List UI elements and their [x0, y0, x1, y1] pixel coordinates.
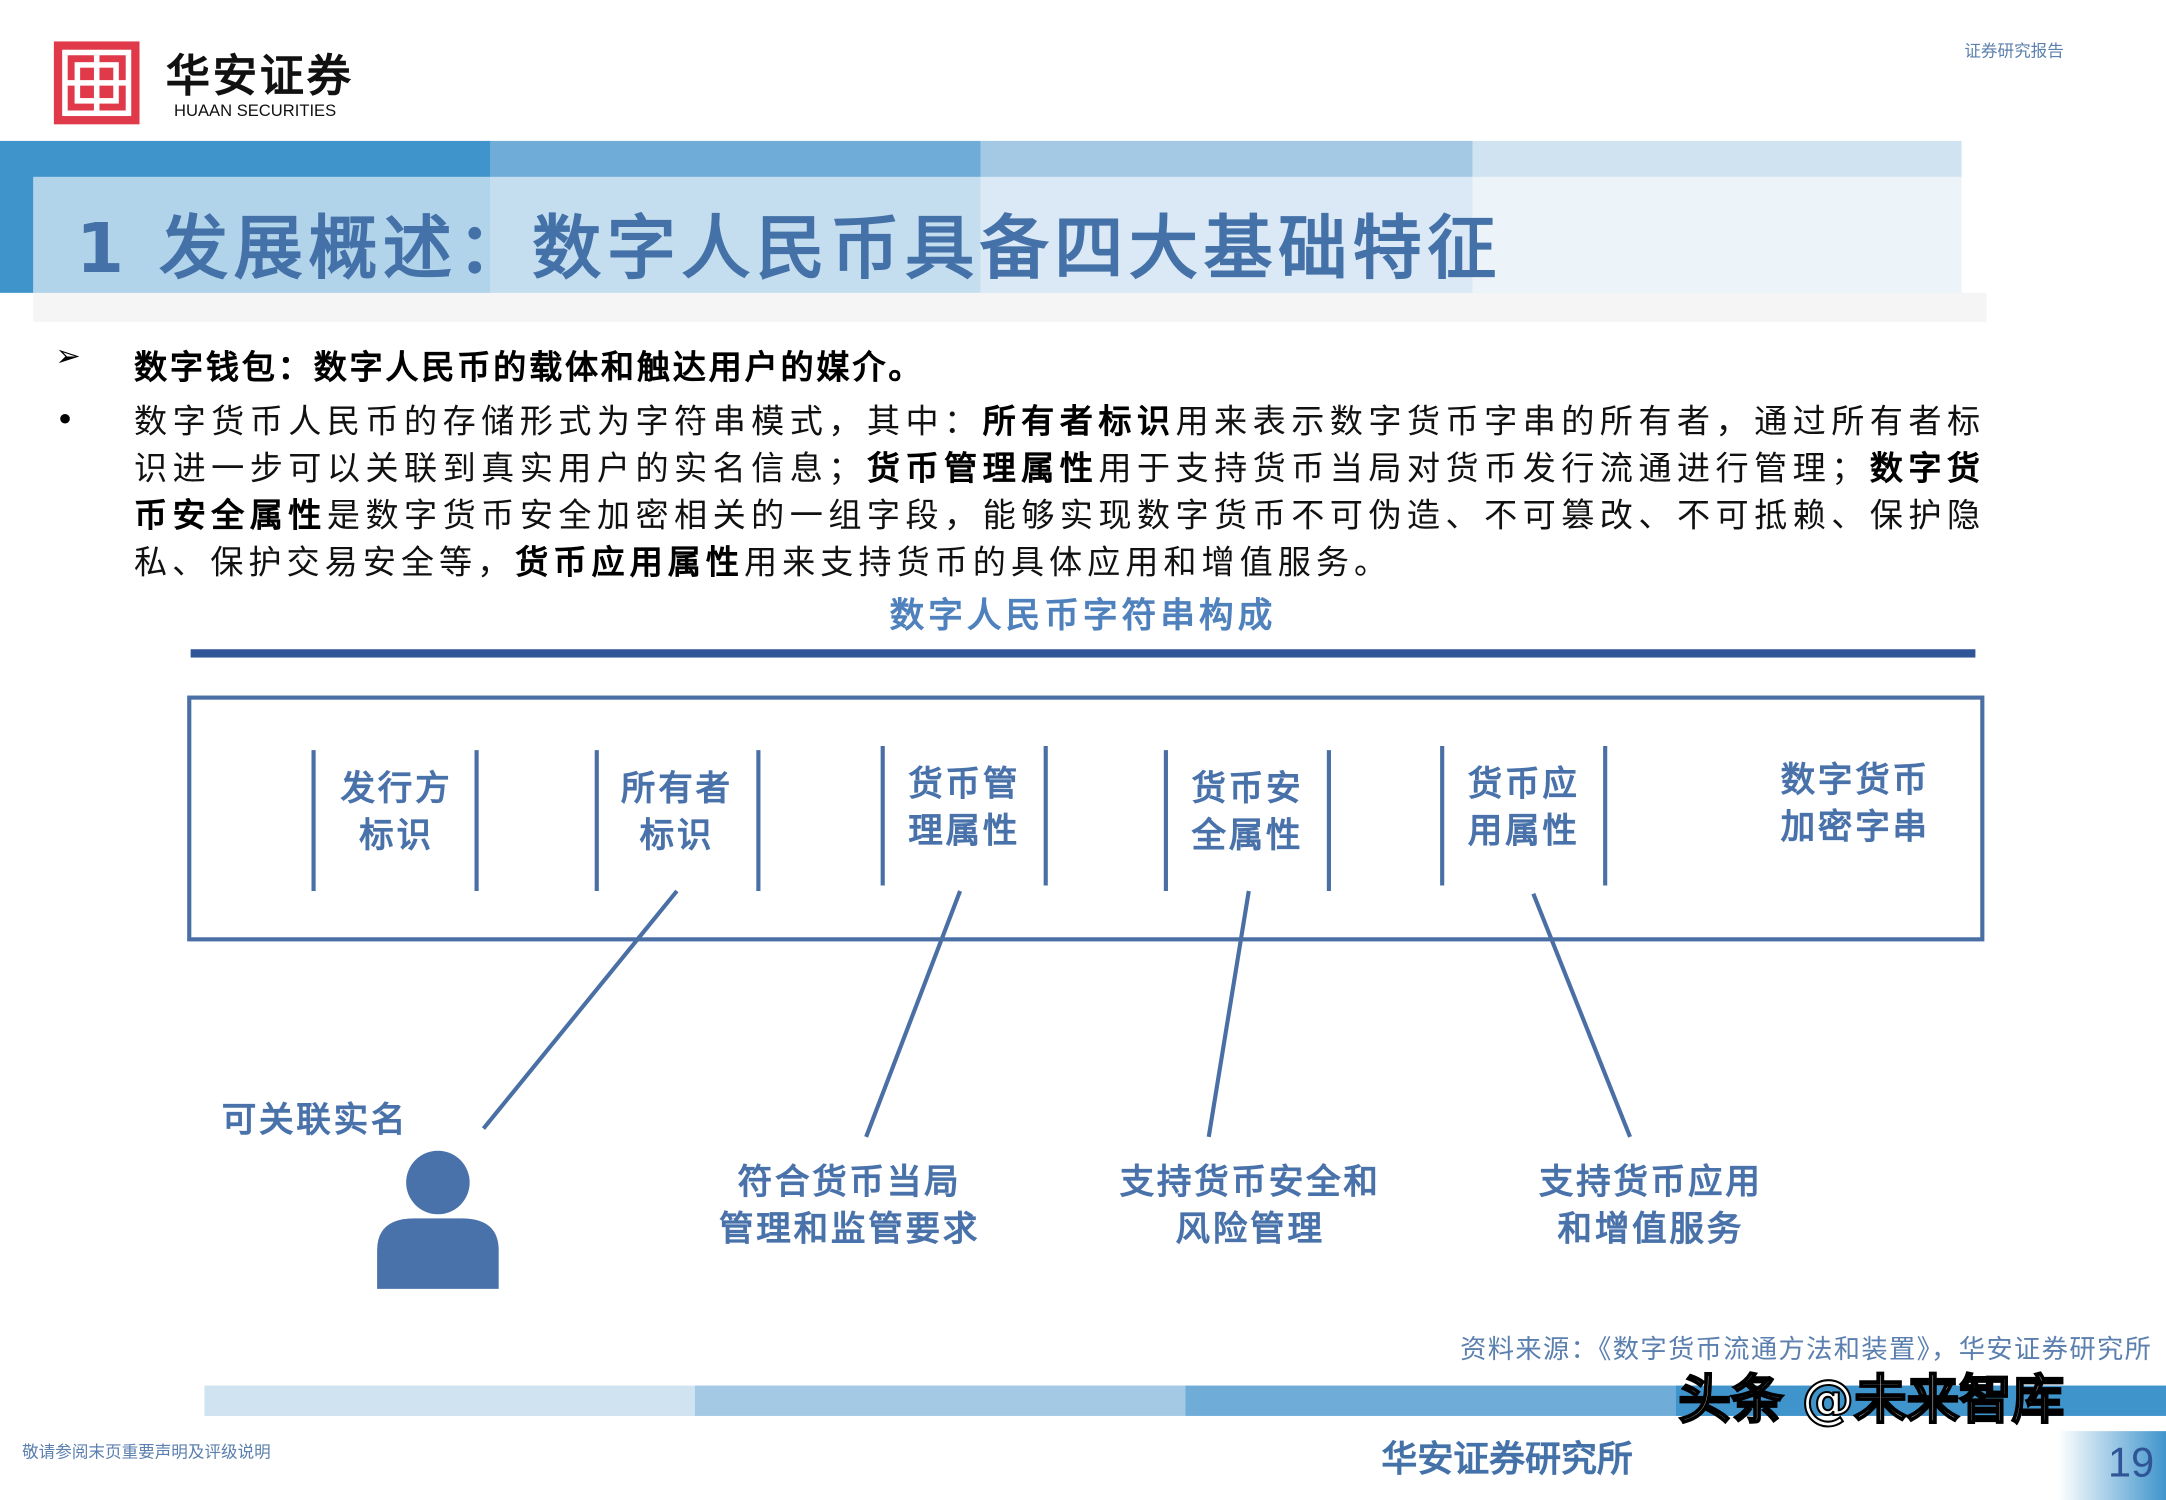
disclaimer: 敬请参阅末页重要声明及评级说明: [22, 1442, 271, 1462]
bold-term: 货币管理属性: [866, 447, 1099, 488]
logo-text-en: HUAAN SECURITIES: [174, 100, 337, 121]
string-field: 发行方标识: [341, 765, 453, 859]
footer-band-1: [204, 1385, 695, 1416]
bold-term: 所有者标识: [982, 400, 1176, 441]
diagram-title: 数字人民币字符串构成: [889, 595, 1277, 636]
connector: [864, 890, 963, 1138]
field-label-line: 加密字串: [1780, 806, 1930, 847]
body-paragraph: 数字货币人民币的存储形式为字符串模式，其中：所有者标识用来表示数字货币字串的所有…: [134, 398, 1985, 586]
string-field: 货币应用属性: [1468, 761, 1580, 855]
footer-band-3: [1185, 1385, 1676, 1416]
field-label-line: 所有者: [620, 768, 733, 809]
note-real-name: 可关联实名: [221, 1099, 409, 1140]
person-icon: [377, 1150, 499, 1289]
text-segment: 数字货币人民币的存储形式为字符串模式，其中：: [133, 401, 983, 441]
string-field: 货币管理属性: [908, 761, 1020, 855]
note-security: 支持货币安全和风险管理: [1119, 1161, 1381, 1249]
field-label-line: 用属性: [1467, 810, 1580, 851]
source-note: 资料来源：《数字货币流通方法和装置》，华安证券研究所: [1460, 1334, 2153, 1365]
logo-text-cn: 华安证券: [165, 49, 354, 103]
field-label-line: 全属性: [1191, 815, 1304, 856]
footer-band-4: [1675, 1385, 2166, 1416]
connector: [481, 889, 679, 1130]
logo-pattern-icon: [62, 49, 132, 117]
field-label-line: 发行方: [340, 768, 453, 809]
text-segment: 是数字货币安全加密相关的一组字段，能够实现数字货币不可伪造、不可篡改、不可抵赖、…: [133, 495, 1986, 582]
title-overlay: [33, 176, 1987, 293]
page-number: 19: [2108, 1440, 2155, 1487]
string-box: [187, 695, 1985, 942]
field-label-line: 货币应: [1467, 763, 1580, 804]
report-tag: 证券研究报告: [1964, 41, 2064, 61]
title-shadow: [33, 292, 1987, 322]
note-app: 支持货币应用和增值服务: [1538, 1161, 1763, 1249]
connector: [1206, 890, 1251, 1138]
text-segment: 用来表示数字货币字串的所有者，通过所有者标识进一步可以关联到真实用户的实名信息；: [133, 401, 1986, 488]
corner-gradient: [2058, 1431, 2166, 1500]
connector: [1531, 893, 1632, 1138]
string-field: 所有者标识: [621, 765, 733, 859]
footer-band-2: [694, 1385, 1186, 1416]
heading-rule: [190, 649, 1976, 658]
section-heading: 数字钱包：数字人民币的载体和触达用户的媒介。: [133, 346, 925, 387]
field-label-line: 理属性: [908, 810, 1021, 851]
field-label-line: 货币管: [908, 763, 1021, 804]
text-segment: 用来支持货币的具体应用和增值服务。: [744, 542, 1393, 582]
huaan-logo-mark: [53, 41, 140, 125]
bold-term: 货币应用属性: [515, 541, 745, 582]
string-field: 数字货币加密字串: [1781, 757, 1930, 851]
page-title: 1 发展概述：数字人民币具备四大基础特征: [75, 208, 1502, 289]
footer-brand: 华安证券研究所: [1381, 1439, 1633, 1481]
field-label-line: 标识: [639, 815, 715, 856]
field-label-line: 标识: [359, 815, 434, 856]
note-mgmt: 符合货币当局管理和监管要求: [719, 1161, 981, 1249]
watermark: 头条 @未来智库: [1677, 1368, 2065, 1430]
bullet-icon: •: [55, 400, 75, 440]
bold-term: 数字货币安全属性: [133, 447, 1986, 535]
text-segment: 用于支持货币当局对货币发行流通进行管理；: [1098, 448, 1870, 488]
string-field: 货币安全属性: [1191, 765, 1303, 859]
field-label-line: 数字货币: [1780, 759, 1930, 800]
arrow-bullet-icon: ➢: [55, 339, 81, 375]
field-label-line: 货币安: [1191, 768, 1304, 809]
